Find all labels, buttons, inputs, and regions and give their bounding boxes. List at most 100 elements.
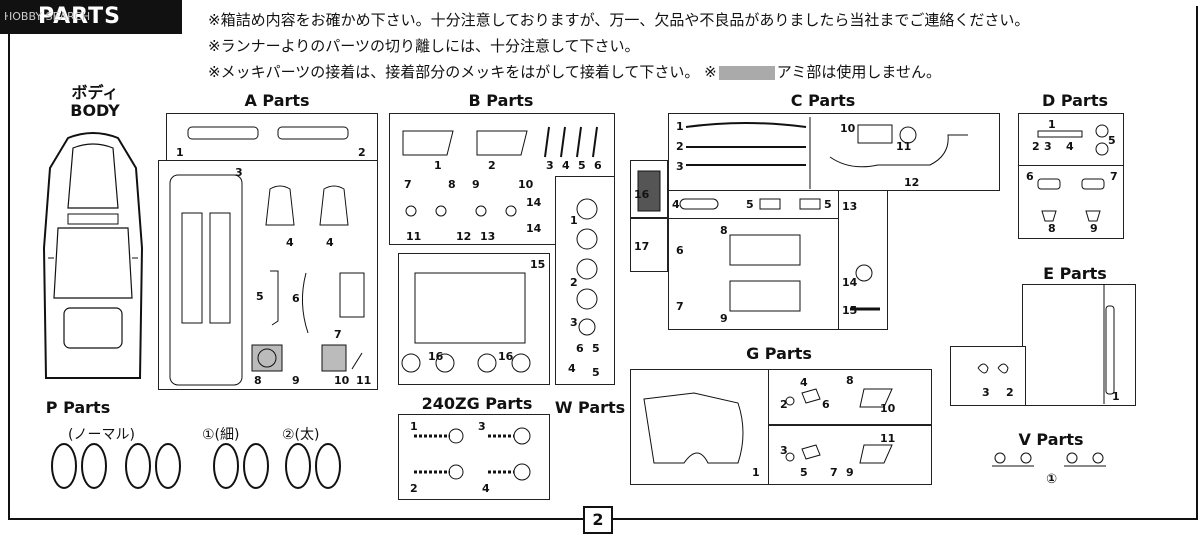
d-num-8: 8 xyxy=(1048,222,1056,235)
e-num-1: 1 xyxy=(1112,390,1120,403)
d-runner-top xyxy=(1018,113,1124,167)
b-num-16b: 16 xyxy=(498,350,514,363)
tire-normal-label: (ノーマル) xyxy=(68,427,135,443)
zg-num-1: 1 xyxy=(410,420,418,433)
b-num-10: 10 xyxy=(518,178,534,191)
g-num-8: 8 xyxy=(846,374,854,387)
c-runner-side xyxy=(838,190,888,330)
b-num-5: 5 xyxy=(578,159,586,172)
c-parts-heading: C Parts xyxy=(790,91,856,110)
d-num-5: 5 xyxy=(1108,134,1116,147)
a-num-4a: 4 xyxy=(286,236,294,249)
zg-parts-heading: 240ZG Parts xyxy=(421,394,533,413)
g-num-4: 4 xyxy=(800,376,808,389)
e-runner-side xyxy=(950,346,1026,406)
c-num-13: 13 xyxy=(842,200,858,213)
b-num-4: 4 xyxy=(562,159,570,172)
zg-num-3: 3 xyxy=(478,420,486,433)
c-num-6: 6 xyxy=(676,244,684,257)
b-num-9: 9 xyxy=(472,178,480,191)
body-heading-en: BODY xyxy=(70,101,120,120)
b-num-14a: 14 xyxy=(526,196,542,209)
c-num-7: 7 xyxy=(676,300,684,313)
b-num-2: 2 xyxy=(488,159,496,172)
zg-parts-drawing xyxy=(414,427,531,481)
a-num-7: 7 xyxy=(334,328,342,341)
a-parts-heading: A Parts xyxy=(244,91,310,110)
g-num-11: 11 xyxy=(880,432,896,445)
c-num-4: 4 xyxy=(672,198,680,211)
e-parts-heading: E Parts xyxy=(1043,264,1107,283)
d-num-4: 4 xyxy=(1066,140,1074,153)
body-heading: ボディ BODY xyxy=(60,84,130,120)
e-num-3: 3 xyxy=(982,386,990,399)
g-num-1: 1 xyxy=(752,466,760,479)
d-num-6: 6 xyxy=(1026,170,1034,183)
b-num-w4: 4 xyxy=(568,362,576,375)
g-num-3: 3 xyxy=(780,444,788,457)
b-num-3: 3 xyxy=(546,159,554,172)
title-text: PARTS LIST xyxy=(38,4,121,63)
c-num-15: 15 xyxy=(842,304,858,317)
parts-list-title: PARTS LIST xyxy=(0,0,182,63)
a-num-3: 3 xyxy=(235,166,243,179)
zg-num-4: 4 xyxy=(482,482,490,495)
zg-num-2: 2 xyxy=(410,482,418,495)
g-num-10: 10 xyxy=(880,402,896,415)
c-parts-drawing xyxy=(637,117,968,312)
d-parts-drawing xyxy=(1037,124,1109,222)
d-num-3: 3 xyxy=(1044,140,1052,153)
g-parts-heading: G Parts xyxy=(746,344,812,363)
c-num-9: 9 xyxy=(720,312,728,325)
g-num-9: 9 xyxy=(846,466,854,479)
b-num-15: 15 xyxy=(530,258,546,271)
a-num-5: 5 xyxy=(256,290,264,303)
c-num-2: 2 xyxy=(676,140,684,153)
b-num-7: 7 xyxy=(404,178,412,191)
c-num-5a: 5 xyxy=(746,198,754,211)
c-num-5b: 5 xyxy=(824,198,832,211)
b-parts-drawing xyxy=(401,126,598,373)
b-num-1: 1 xyxy=(434,159,442,172)
b-num-w6: 6 xyxy=(576,342,584,355)
g-num-5: 5 xyxy=(800,466,808,479)
d-num-9: 9 xyxy=(1090,222,1098,235)
b-num-w5a: 5 xyxy=(592,342,600,355)
p-parts-heading: P Parts xyxy=(45,398,111,417)
note-3-text: ※メッキパーツの接着は、接着部分のメッキをはがして接着して下さい。 ※ xyxy=(208,63,717,81)
c-num-3: 3 xyxy=(676,160,684,173)
a-num-2: 2 xyxy=(358,146,366,159)
a-num-9: 9 xyxy=(292,374,300,387)
a-num-10: 10 xyxy=(334,374,350,387)
b-num-16a: 16 xyxy=(428,350,444,363)
e-runner-main xyxy=(1022,284,1136,406)
e-num-2: 2 xyxy=(1006,386,1014,399)
c-num-8: 8 xyxy=(720,224,728,237)
a-parts-drawing xyxy=(169,126,365,386)
c-runner-17 xyxy=(630,218,668,272)
body-heading-jp: ボディ xyxy=(71,83,119,102)
b-num-13: 13 xyxy=(480,230,496,243)
v-parts-drawing xyxy=(992,452,1106,467)
a-num-8: 8 xyxy=(254,374,262,387)
d-num-1: 1 xyxy=(1048,118,1056,131)
b-parts-heading: B Parts xyxy=(468,91,534,110)
d-num-2: 2 xyxy=(1032,140,1040,153)
e-parts-drawing xyxy=(977,284,1115,404)
c-num-14: 14 xyxy=(842,276,858,289)
gray-mesh-swatch xyxy=(718,65,775,80)
g-runner-bottom xyxy=(768,425,932,485)
c-num-1: 1 xyxy=(676,120,684,133)
b-num-8: 8 xyxy=(448,178,456,191)
v-num-1: ① xyxy=(1046,472,1058,487)
d-runner-bottom xyxy=(1018,165,1124,239)
b-runner-wheels xyxy=(555,176,615,385)
b-num-w3: 3 xyxy=(570,316,578,329)
g-runner-top xyxy=(768,369,932,425)
c-num-10: 10 xyxy=(840,122,856,135)
b-num-14b: 14 xyxy=(526,222,542,235)
v-parts-heading: V Parts xyxy=(1018,430,1084,449)
c-num-12: 12 xyxy=(904,176,920,189)
b-num-11: 11 xyxy=(406,230,422,243)
c-num-17: 17 xyxy=(634,240,650,253)
